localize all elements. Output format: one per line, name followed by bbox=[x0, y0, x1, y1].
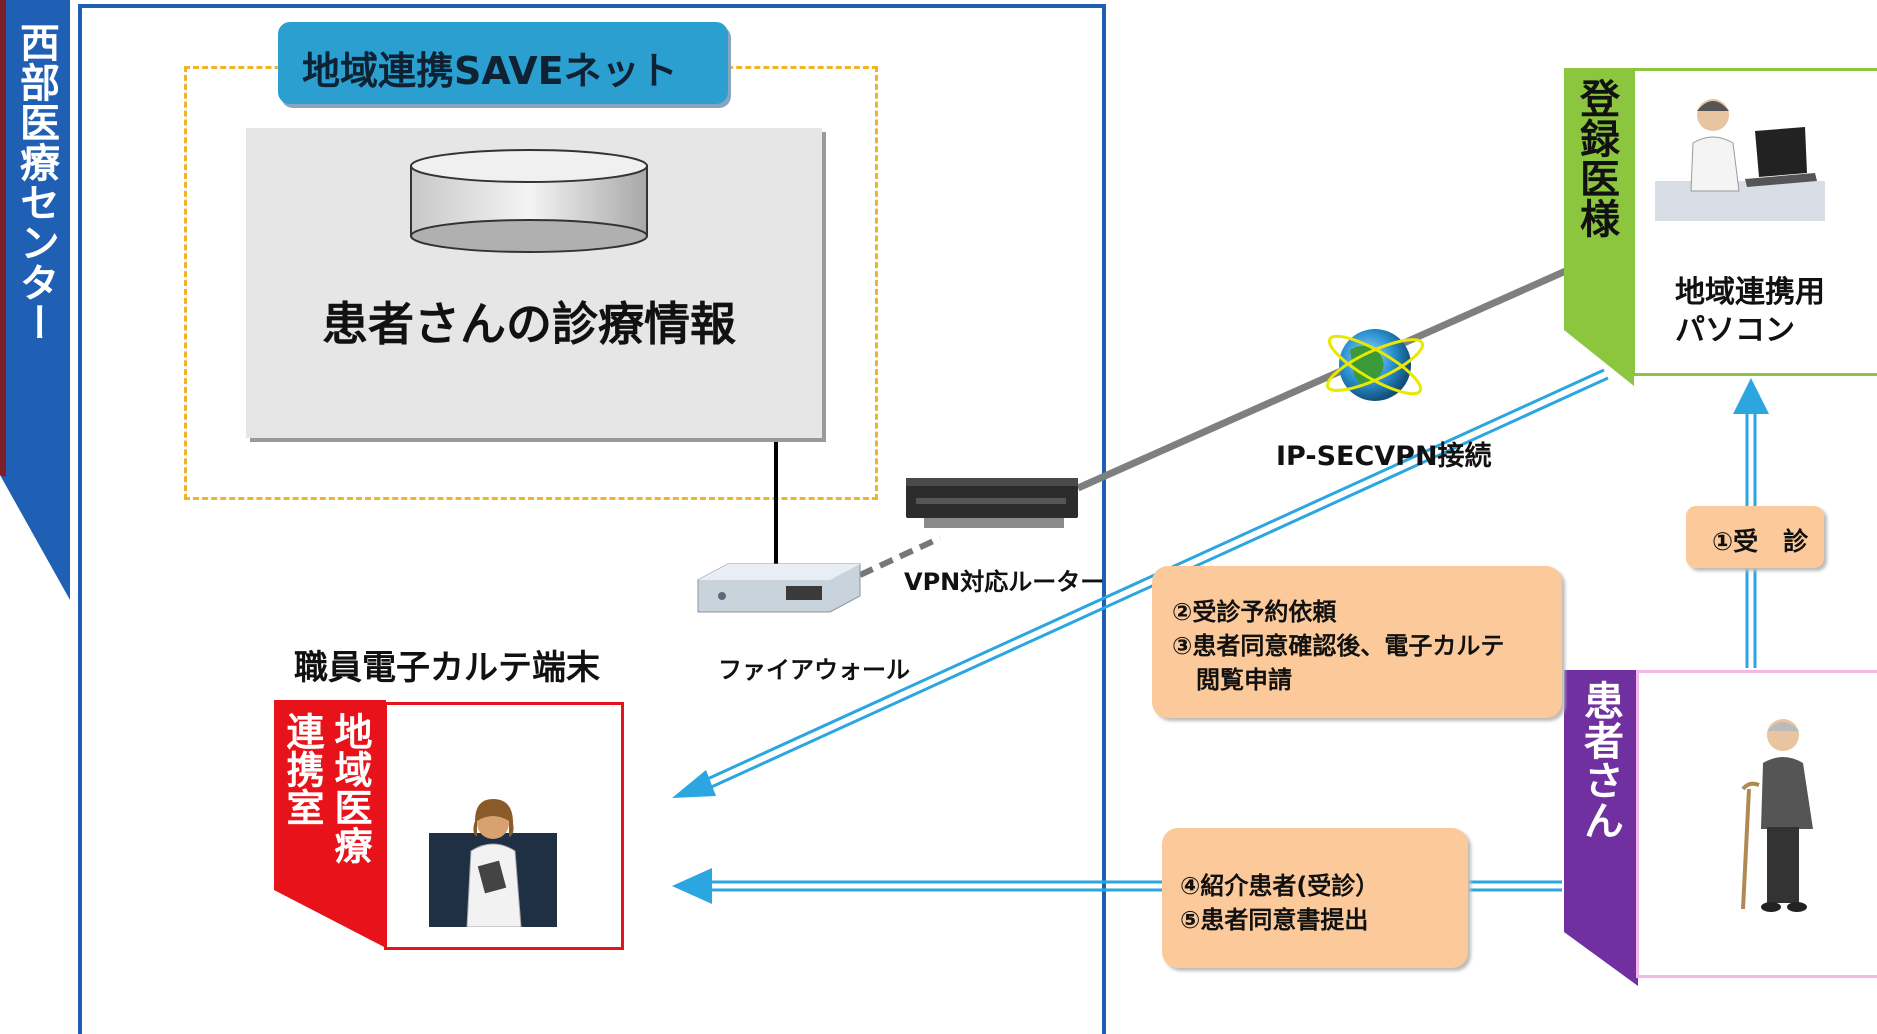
step3-label-line2: 閲覧申請 bbox=[1196, 666, 1292, 694]
step1-label: ①受 診 bbox=[1712, 527, 1809, 556]
dept-label-line1: 地域医療 bbox=[328, 712, 372, 864]
registered-doctor-tab: 登録医様 bbox=[1564, 68, 1634, 386]
dept-label-line2: 連携室 bbox=[280, 712, 324, 826]
pc-label-line1: 地域連携用 bbox=[1675, 275, 1825, 310]
patient-tab: 患者さん bbox=[1564, 670, 1638, 986]
step3-label-line1: ③患者同意確認後、電子カルテ bbox=[1172, 632, 1505, 660]
firewall-label: ファイアウォール bbox=[718, 656, 910, 684]
staff-terminal-label: 職員電子カルテ端末 bbox=[294, 648, 600, 688]
router-label: VPN対応ルーター bbox=[904, 568, 1105, 596]
router-icon bbox=[906, 478, 1078, 528]
step2-label: ②受診予約依頼 bbox=[1172, 598, 1337, 626]
patient-icon bbox=[1741, 719, 1813, 912]
patient-box bbox=[1636, 670, 1877, 978]
database-label: 患者さんの診療情報 bbox=[322, 297, 736, 351]
hospital-tab: 西部医療センター bbox=[0, 0, 70, 610]
staff-terminal-box bbox=[384, 702, 624, 950]
dept-tab: 地域医療 連携室 bbox=[274, 700, 386, 950]
pc-label-line2: パソコン bbox=[1675, 313, 1795, 348]
step45-box: ④紹介患者(受診） ⑤患者同意書提出 bbox=[1162, 828, 1468, 968]
globe-icon bbox=[1326, 329, 1424, 401]
save-net-tab: 地域連携SAVEネット bbox=[278, 22, 728, 104]
step5-label: ⑤患者同意書提出 bbox=[1180, 906, 1369, 934]
step4-label: ④紹介患者(受診） bbox=[1180, 872, 1380, 900]
database-panel: 患者さんの診療情報 bbox=[246, 128, 822, 438]
doctor-icon bbox=[429, 799, 557, 927]
hospital-boundary bbox=[78, 4, 1106, 1034]
hospital-name: 西部医療センター bbox=[13, 22, 59, 342]
firewall-icon bbox=[697, 563, 861, 613]
step1-box: ①受 診 bbox=[1686, 506, 1824, 568]
patient-label: 患者さん bbox=[1577, 680, 1623, 840]
registered-doctor-box: 地域連携用 パソコン bbox=[1632, 68, 1877, 376]
step23-box: ②受診予約依頼 ③患者同意確認後、電子カルテ 閲覧申請 bbox=[1152, 566, 1562, 718]
save-net-label: 地域連携SAVEネット bbox=[302, 49, 678, 93]
database-icon bbox=[410, 149, 648, 253]
vpn-label: IP-SECVPN接続 bbox=[1276, 441, 1492, 472]
doctor-pc-icon bbox=[1655, 99, 1825, 221]
registered-doctor-label: 登録医様 bbox=[1573, 78, 1619, 238]
